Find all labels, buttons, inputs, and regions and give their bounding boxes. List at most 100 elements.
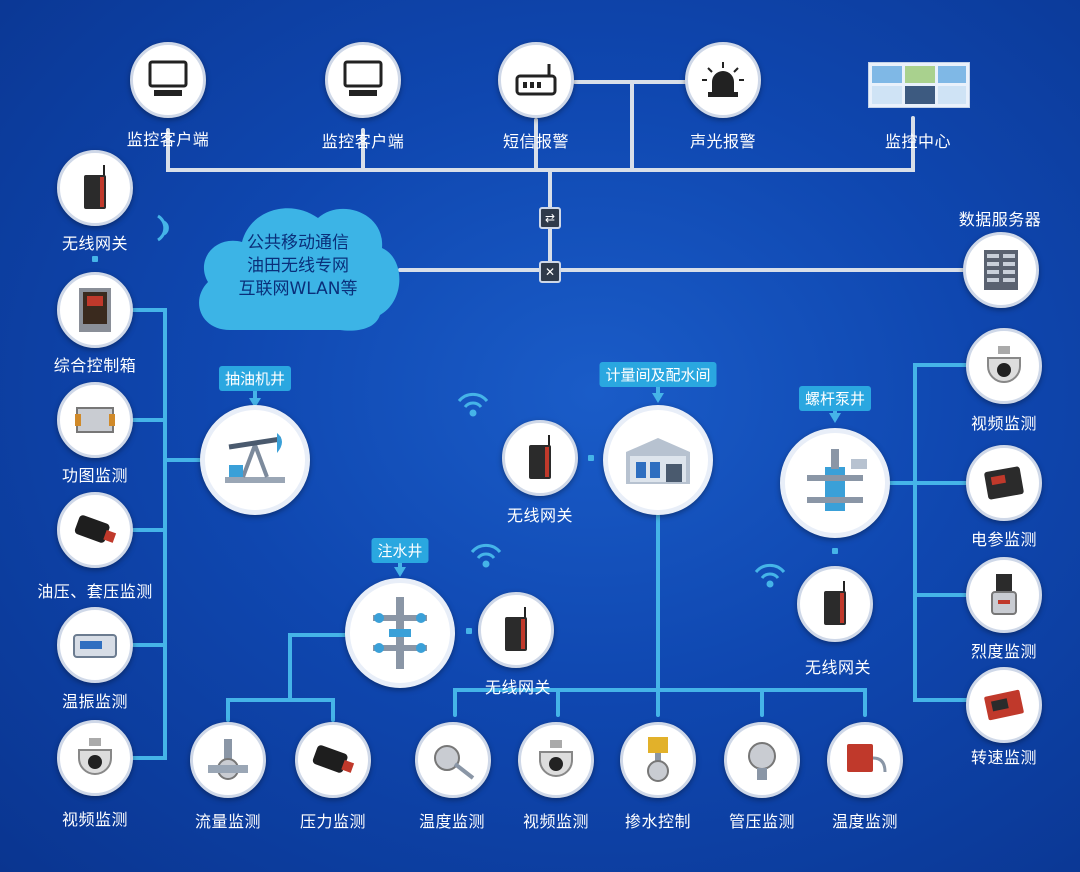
left-video-label: 视频监测 (61, 810, 129, 829)
sound-light-alarm-label: 声光报警 (689, 132, 757, 151)
monitor-icon (148, 60, 188, 96)
dynamometer-label: 功图监测 (61, 466, 129, 485)
water-control-label: 掺水控制 (624, 812, 692, 831)
router-hub-icon: ✕ (539, 261, 561, 283)
control-valve-icon (647, 737, 669, 782)
left-gateway-label: 无线网关 (61, 234, 129, 253)
left-gateway-node (57, 150, 133, 226)
control-cabinet-icon (79, 288, 111, 332)
wellhead-icon (373, 597, 427, 669)
speed-sensor-icon (984, 689, 1024, 721)
temp-sensor-2-node (827, 722, 903, 798)
bottom-video-node (518, 722, 594, 798)
water-control-node (620, 722, 696, 798)
metering-station-node (603, 405, 713, 515)
pump-jack-icon (225, 433, 285, 483)
gateway-device-icon (84, 165, 106, 209)
pressure-sensor-node (57, 492, 133, 568)
injection-gateway-label: 无线网关 (484, 678, 552, 697)
temp-vibration-label: 温振监测 (61, 692, 129, 711)
temp-sensor-1-label: 温度监测 (418, 812, 486, 831)
monitoring-center-label: 监控中心 (884, 132, 952, 151)
monitor-client-1-label: 监控客户端 (126, 130, 210, 149)
cloud-line-1: 公共移动通信 (247, 233, 349, 253)
siren-icon (702, 62, 744, 97)
oil-casing-pressure-label: 油压、套压监测 (37, 582, 153, 601)
right-video-label: 视频监测 (970, 414, 1038, 433)
dynamometer-sensor-icon (75, 407, 115, 433)
server-rack-icon (984, 250, 1018, 290)
electric-param-label: 电参监测 (970, 530, 1038, 549)
temperature-transmitter-icon (434, 745, 475, 780)
pump-well-node (200, 405, 310, 515)
speed-sensor-node (966, 667, 1042, 743)
temp-sensor-2-label: 温度监测 (831, 812, 899, 831)
sms-alarm-label: 短信报警 (502, 132, 570, 151)
pressure-gauge-icon (748, 742, 776, 780)
metering-station-tag: 计量间及配水间 (599, 362, 717, 387)
left-video-node (57, 720, 133, 796)
screw-pump-node (780, 428, 890, 538)
router-icon (515, 64, 557, 96)
gateway-device-icon (529, 435, 551, 479)
pressure-transmitter-icon (74, 515, 117, 543)
data-server-node (963, 232, 1039, 308)
switch-icon: ⇄ (539, 207, 561, 229)
monitor-client-1-node (130, 42, 206, 118)
pump-well-tag: 抽油机井 (218, 366, 292, 391)
injection-gateway-node (478, 592, 554, 668)
cloud-line-3: 互联网WLAN等 (238, 279, 358, 299)
pressure-transmitter-icon (312, 745, 355, 773)
injection-well-tag: 注水井 (371, 538, 429, 563)
dynamometer-node (57, 382, 133, 458)
gateway-device-icon (505, 607, 527, 651)
dome-camera-icon (987, 346, 1021, 383)
temp-sensor-1-node (415, 722, 491, 798)
connector-dot (92, 256, 98, 262)
wifi-signal-icon (754, 563, 786, 588)
vibration-sensor-icon (73, 634, 117, 658)
flow-meter-icon (208, 739, 248, 780)
screw-pump-tag: 螺杆泵井 (798, 386, 872, 411)
wifi-signal-icon (470, 543, 502, 568)
pipe-pressure-label: 管压监测 (728, 812, 796, 831)
left-bus-line (123, 308, 167, 760)
injection-pressure-label: 压力监测 (299, 812, 367, 831)
gateway-device-icon (824, 581, 846, 625)
data-server-label: 数据服务器 (958, 210, 1042, 229)
connector-dot (588, 455, 594, 461)
wifi-signal-icon (457, 392, 489, 417)
sms-alarm-node (498, 42, 574, 118)
top-bus-line (166, 116, 915, 172)
metering-gateway-label: 无线网关 (506, 506, 574, 525)
pipe-pressure-node (724, 722, 800, 798)
vibration-sensor-node (57, 607, 133, 683)
monitoring-center-node (868, 62, 970, 108)
injection-pressure-node (295, 722, 371, 798)
screw-gateway-node (797, 566, 873, 642)
cloud-line-2: 油田无线专网 (247, 256, 349, 276)
connector-dot (466, 628, 472, 634)
electric-param-node (966, 445, 1042, 521)
intensity-sensor-icon (991, 574, 1017, 615)
flow-meter-label: 流量监测 (194, 812, 262, 831)
dome-camera-icon (78, 738, 112, 775)
monitor-client-2-label: 监控客户端 (321, 132, 405, 151)
screw-gateway-label: 无线网关 (804, 658, 872, 677)
screw-pump-icon (807, 449, 867, 511)
control-box-node (57, 272, 133, 348)
flow-meter-node (190, 722, 266, 798)
monitor-icon (343, 60, 383, 96)
cloud-network-text: 公共移动通信 油田无线专网 互联网WLAN等 (238, 232, 357, 301)
dome-camera-icon (539, 740, 573, 777)
temperature-probe-icon (847, 744, 887, 773)
monitor-client-2-node (325, 42, 401, 118)
control-box-label: 综合控制箱 (53, 356, 137, 375)
power-meter-icon (984, 466, 1024, 500)
intensity-sensor-node (966, 557, 1042, 633)
right-video-node (966, 328, 1042, 404)
building-icon (626, 438, 690, 484)
sound-light-alarm-node (685, 42, 761, 118)
